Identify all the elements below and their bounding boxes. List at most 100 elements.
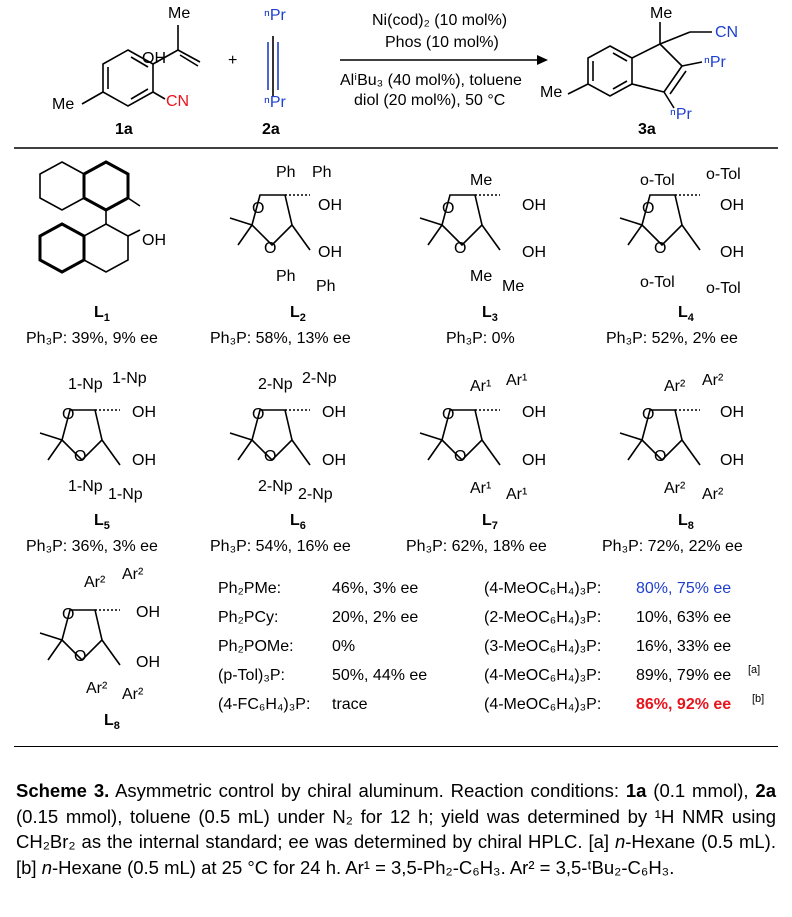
ar-label: Ar¹ xyxy=(506,486,528,503)
oh-label: OH xyxy=(720,452,744,469)
ph-label: Ph xyxy=(316,278,336,295)
caption-italic: n xyxy=(41,856,53,878)
oh-label: OH xyxy=(132,404,156,421)
cn-label: CN xyxy=(166,93,190,110)
o-label: O xyxy=(74,648,87,665)
ligand-result: Ph₃P: 58%, 13% ee xyxy=(210,330,351,347)
me-label: Me xyxy=(470,172,493,189)
oh-label: OH xyxy=(142,232,166,249)
phosphine-name: (4-MeOC₆H₄)₃P: xyxy=(484,667,602,684)
npr-label: ⁿPr xyxy=(670,106,692,123)
ligand-structures-row2 xyxy=(39,409,701,466)
oh-label: OH xyxy=(322,452,346,469)
bottom-rule xyxy=(14,746,778,747)
ligand-label: L8 xyxy=(678,512,694,533)
o-label: O xyxy=(454,240,467,257)
phosphine-result: 16%, 33% ee xyxy=(636,638,732,655)
cn-label: CN xyxy=(715,24,739,41)
footnote-marker: [a] xyxy=(748,664,761,676)
ar-label: Ar¹ xyxy=(470,378,492,395)
np-label: 1-Np xyxy=(68,478,103,495)
o-label: O xyxy=(62,606,75,623)
phosphine-name: (3-MeOC₆H₄)₃P: xyxy=(484,638,602,655)
phosphine-name: (4-MeOC₆H₄)₃P: xyxy=(484,696,602,713)
ligand-l8-structure xyxy=(39,609,121,666)
o-label: O xyxy=(252,406,265,423)
oh-label: OH xyxy=(720,404,744,421)
ligand-result: Ph₃P: 52%, 2% ee xyxy=(606,330,738,347)
phosphine-name: (p-Tol)₃P: xyxy=(218,667,285,684)
ar-label: Ar² xyxy=(122,686,144,703)
ar-label: Ar¹ xyxy=(506,372,528,389)
ligand-result: Ph₃P: 54%, 16% ee xyxy=(210,538,351,555)
phosphine-name: (4-FC₆H₄)₃P: xyxy=(218,696,311,713)
o-label: O xyxy=(264,240,277,257)
phosphine-result: 0% xyxy=(332,638,356,655)
np-label: 1-Np xyxy=(112,370,147,387)
caption-text: (0.1 mmol), xyxy=(646,780,756,801)
phosphine-name: Ph₂PMe: xyxy=(218,580,282,597)
o-label: O xyxy=(642,200,655,217)
me-label: Me xyxy=(540,84,563,101)
me-label: Me xyxy=(52,96,75,113)
phosphine-result: 50%, 44% ee xyxy=(332,667,428,684)
phosphine-name: (2-MeOC₆H₄)₃P: xyxy=(484,609,602,626)
np-label: 2-Np xyxy=(258,376,293,393)
condition-diol: diol (20 mol%), 50 °C xyxy=(354,92,506,109)
o-label: O xyxy=(252,200,265,217)
otol-label: o-Tol xyxy=(640,274,675,291)
phosphine-result: 89%, 79% ee xyxy=(636,667,732,684)
o-label: O xyxy=(264,448,277,465)
ligand-label: L1 xyxy=(94,304,110,325)
me-label: Me xyxy=(470,268,493,285)
ph-label: Ph xyxy=(276,268,296,285)
ligand-structures-row1 xyxy=(38,160,701,274)
oh-label: OH xyxy=(522,197,546,214)
ligand-result: Ph₃P: 72%, 22% ee xyxy=(602,538,743,555)
o-label: O xyxy=(654,240,667,257)
o-label: O xyxy=(442,406,455,423)
otol-label: o-Tol xyxy=(706,280,741,297)
npr-label: ⁿPr xyxy=(264,94,286,111)
ligand-label: L2 xyxy=(290,304,306,325)
condition-catalyst: Ni(cod)₂ (10 mol%) xyxy=(372,12,508,29)
condition-lewis-acid: AlⁱBu₃ (40 mol%), toluene xyxy=(340,72,522,89)
ligand-result: Ph₃P: 0% xyxy=(446,330,515,347)
otol-label: o-Tol xyxy=(640,172,675,189)
reactant-1a-structure xyxy=(14,22,778,149)
caption-text: -Hexane (0.5 mL) at 25 °C for 24 h. Ar¹ … xyxy=(52,856,675,878)
product-label: 3a xyxy=(638,121,656,138)
oh-label: OH xyxy=(136,654,160,671)
reactant-label: 1a xyxy=(115,121,133,138)
oh-label: OH xyxy=(132,452,156,469)
caption-compound: 1a xyxy=(625,780,647,801)
oh-label: OH xyxy=(522,452,546,469)
o-label: O xyxy=(654,448,667,465)
footnote-marker: [b] xyxy=(752,693,765,705)
ligand-label: L8 xyxy=(104,712,120,733)
oh-label: OH xyxy=(136,604,160,621)
o-label: O xyxy=(454,448,467,465)
otol-label: o-Tol xyxy=(706,166,741,183)
np-label: 2-Np xyxy=(258,478,293,495)
ligand-label: L3 xyxy=(482,304,498,325)
reactant-label: 2a xyxy=(262,121,280,138)
oh-label: OH xyxy=(318,244,342,261)
phosphine-result: 86%, 92% ee xyxy=(636,696,732,713)
ligand-label: L7 xyxy=(482,512,498,533)
plus-sign: + xyxy=(228,52,238,69)
ligand-result: Ph₃P: 36%, 3% ee xyxy=(26,538,158,555)
phosphine-result: 46%, 3% ee xyxy=(332,580,419,597)
me-label: Me xyxy=(168,5,191,22)
np-label: 1-Np xyxy=(68,376,103,393)
caption-text: Asymmetric control by chiral aluminum. R… xyxy=(109,780,626,801)
ar-label: Ar² xyxy=(122,566,144,583)
oh-label: OH xyxy=(522,404,546,421)
oh-label: OH xyxy=(522,244,546,261)
phosphine-result: 20%, 2% ee xyxy=(332,609,419,626)
ph-label: Ph xyxy=(276,164,296,181)
me-label: Me xyxy=(650,5,673,22)
np-label: 2-Np xyxy=(298,486,333,503)
ar-label: Ar² xyxy=(702,372,724,389)
scheme-caption: Scheme 3. Asymmetric control by chiral a… xyxy=(16,778,776,880)
